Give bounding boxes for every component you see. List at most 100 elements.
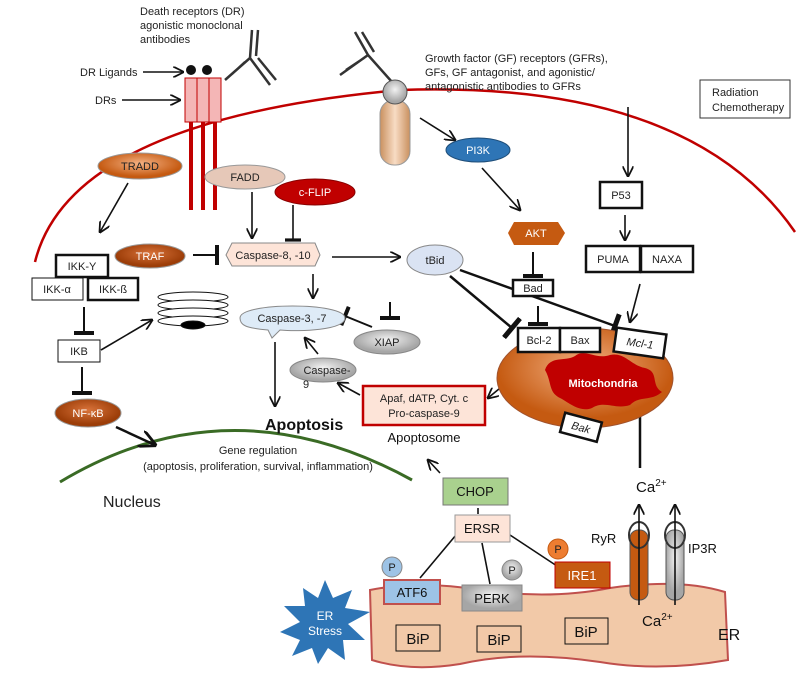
bip-box [564,617,609,645]
caspase-8-10-label: Caspase-8, -10 [235,250,310,262]
pro-caspase-9-label: Pro-caspase-9 [388,408,460,420]
bad-box [511,278,555,298]
phospho-label: P [508,565,515,577]
traf-label: TRAF [136,251,165,263]
bip-label: BiP [406,631,429,648]
ikb-label: IKB [70,346,88,358]
phospho-label: P [388,562,395,574]
puma-label: PUMA [597,254,629,266]
xiap-node [353,329,421,355]
radiation-label: Radiation [712,87,758,99]
pi3k-label: PI3K [466,145,491,157]
ikk-alpha-box [31,277,84,301]
ersr-label: ERSR [464,521,500,536]
tbid-node [406,244,464,276]
bax-box [558,326,602,354]
nucleus-membrane [59,429,413,484]
er-stress-star [280,580,370,664]
tradd-node [97,152,183,180]
apaf-box [361,384,487,427]
ip3r-channel [664,505,686,605]
xiap-label: XIAP [374,337,399,349]
bcl2-label: Bcl-2 [526,335,551,347]
bad-label: Bad [523,283,543,295]
pi3k-node [445,137,511,163]
caspase-3-7-node [239,305,346,339]
bax-label: Bax [571,335,590,347]
phospho-atf6 [381,556,403,578]
gfr-title-2: GFs, GF antagonist, and agonistic/ [425,67,596,79]
bip-label: BiP [574,624,597,641]
bak-box: Bak [558,411,604,444]
proteasome-icon [157,291,229,330]
chemotherapy-label: Chemotherapy [712,102,785,114]
dr-title: Death receptors (DR) [140,6,245,18]
caspase-9-node [289,357,357,383]
akt-node [508,222,565,245]
pathway-arrows [72,107,640,585]
ikk-beta-box [86,276,140,302]
atf6-label: ATF6 [397,585,428,600]
gfr-title-3: antagonistic antibodies to GFRs [425,81,581,93]
ire1-box [554,561,611,589]
akt-label: AKT [525,228,547,240]
dr-title-2: agonistic monoclonal [140,20,243,32]
ikk-beta-label: IKK-ß [99,284,127,296]
traf-node [114,243,186,269]
mcl1-label: Mcl-1 [626,336,654,352]
gene-regulation-detail: (apoptosis, proliferation, survival, inf… [143,461,373,473]
ire1-label: IRE1 [568,568,597,583]
ip3r-label: IP3R [688,541,717,556]
bip-box [476,625,522,653]
radiation-box [699,79,791,119]
perk-label: PERK [474,591,510,606]
nfkb-node [54,398,122,428]
phospho-ire1 [547,538,569,560]
atf6-box [383,579,441,605]
bak-label: Bak [570,420,592,437]
caspase-9-label: Caspase- [303,365,350,377]
calcium-top-label: Ca2+ [636,478,667,496]
bip-label: BiP [487,632,510,649]
calcium-bottom-label: Ca2+ [642,612,673,630]
caspase-8-10-node [225,242,321,267]
bip-box [395,624,441,652]
apoptosome-label: Apoptosome [388,430,461,445]
er-label: ER [718,627,740,644]
mcl1-box: Mcl-1 [612,326,668,360]
nfkb-label: NF-κB [72,408,103,420]
dr-ligands-label: DR Ligands [80,67,138,79]
dr-title-3: antibodies [140,34,191,46]
ryr-label: RyR [591,531,616,546]
death-receptor [184,65,222,210]
nucleus-label: Nucleus [103,494,161,511]
naxa-label: NAXA [652,254,683,266]
chop-box [442,477,509,506]
ikk-gamma-label: IKK-Y [68,261,97,273]
growth-factor-receptor [379,79,411,166]
mitochondria-node [545,353,662,410]
phospho-perk [501,559,523,581]
antibody-icon [339,31,393,83]
cflip-node [274,178,356,206]
gfr-title: Growth factor (GF) receptors (GFRs), [425,53,608,65]
antibody-icon [224,29,277,86]
apoptosis-label: Apoptosis [265,417,343,434]
ersr-box [454,514,511,543]
p53-box [598,180,644,210]
tradd-label: TRADD [121,161,159,173]
ryr-channel [628,505,650,605]
ikk-alpha-label: IKK-α [43,284,71,296]
er-stress-label: ER [317,609,334,623]
ikk-gamma-box [54,253,110,279]
caspase-9-label-suffix: 9 [303,379,309,391]
ikb-box [57,339,101,363]
chop-label: CHOP [456,484,494,499]
p53-label: P53 [611,190,631,202]
mitochondria-label: Mitochondria [568,378,638,390]
drs-label: DRs [95,95,117,107]
fadd-label: FADD [230,172,259,184]
perk-box [461,584,523,612]
naxa-box [639,244,695,274]
